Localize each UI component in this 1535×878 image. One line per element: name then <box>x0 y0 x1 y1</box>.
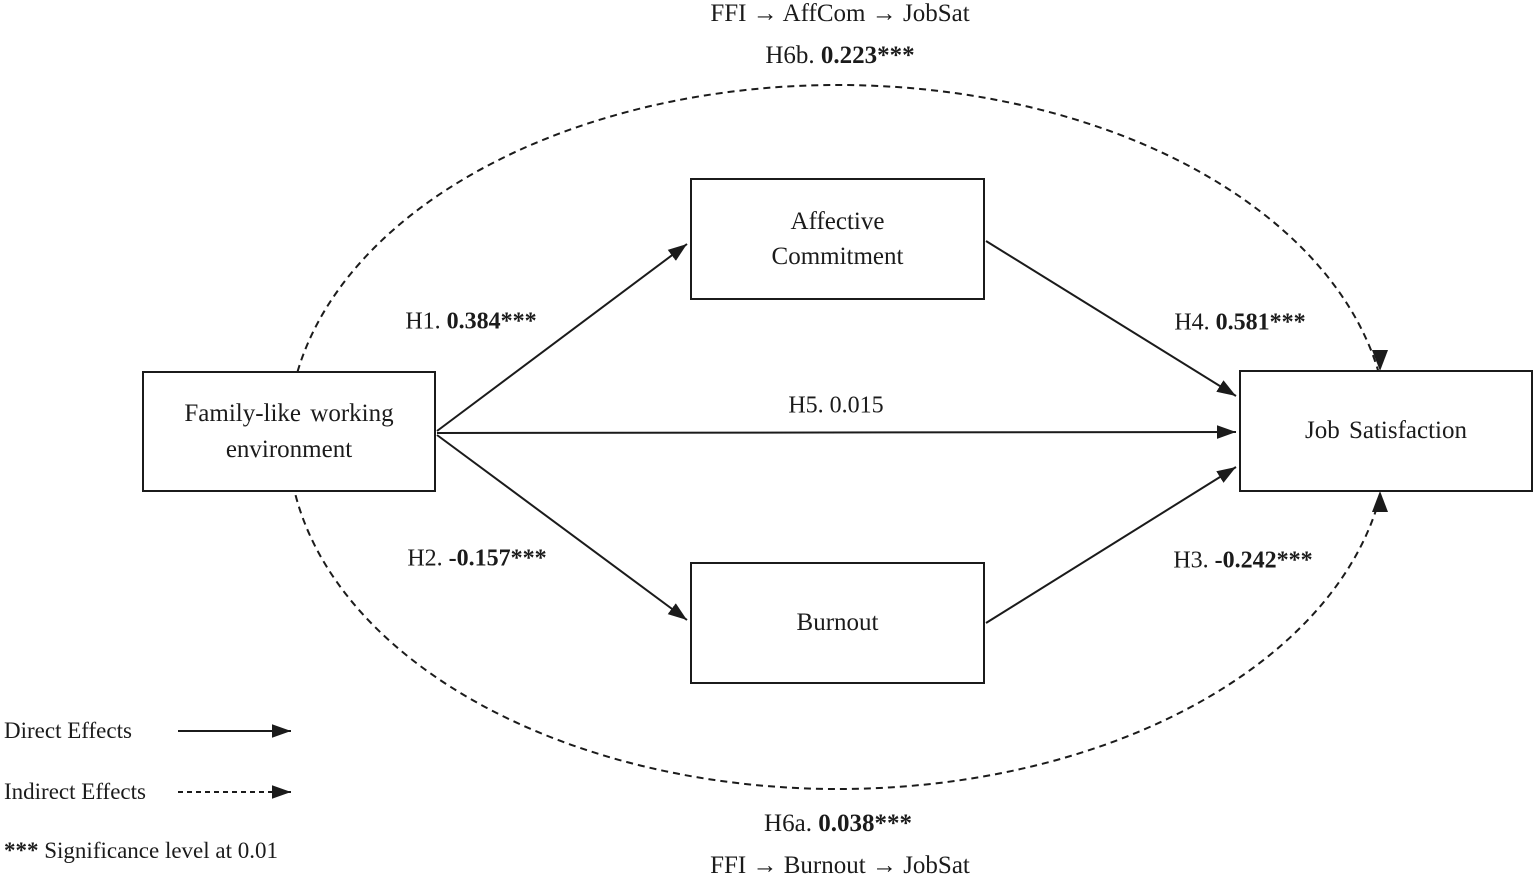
box-flwe-line2: environment <box>225 435 353 463</box>
label-h2-id: H2. <box>407 545 443 572</box>
indirect-bottom-arrowhead <box>1372 491 1388 512</box>
box-affcom-line1: Affective <box>790 207 885 235</box>
label-h2-value: -0.157*** <box>448 545 547 572</box>
path-h5-arrow <box>436 425 1237 439</box>
path-h2-arrow <box>436 434 688 621</box>
legend-indirect-label: Indirect Effects <box>4 779 146 804</box>
label-h6a-id: H6a. <box>764 810 812 837</box>
label-h1: H1. 0.384*** <box>405 309 536 336</box>
label-h5: H5. 0.015 <box>788 393 883 420</box>
label-h6b-value: 0.223*** <box>820 42 915 69</box>
label-h4-value: 0.581*** <box>1215 309 1306 336</box>
legend-significance-text: Significance level at 0.01 <box>44 838 279 863</box>
legend-direct-label: Direct Effects <box>4 718 132 743</box>
label-h6b: H6b. 0.223*** <box>765 42 914 70</box>
label-h1-value: 0.384*** <box>446 308 537 335</box>
label-h6a: H6a. 0.038*** <box>764 810 912 838</box>
label-h4-id: H4. <box>1174 309 1210 336</box>
label-h3-id: H3. <box>1173 547 1209 574</box>
indirect-bottom-path-text: FFI → Burnout → JobSat <box>710 852 970 878</box>
box-affcom-line2: Commitment <box>771 243 904 270</box>
path-h4-arrow <box>985 240 1237 397</box>
box-flwe-line1: Family-like working <box>184 400 394 427</box>
box-burnout: Burnout <box>690 562 985 684</box>
label-h6a-value: 0.038*** <box>818 810 912 837</box>
legend-significance-stars: *** <box>4 838 39 863</box>
label-h3: H3. -0.242*** <box>1173 548 1312 575</box>
box-jobsat-line1: Job Satisfaction <box>1304 417 1467 445</box>
label-h5-id: H5. <box>788 392 824 419</box>
label-h2: H2. -0.157*** <box>407 546 546 573</box>
path-h3-arrow <box>985 466 1237 624</box>
box-burnout-line1: Burnout <box>796 609 879 637</box>
label-h4: H4. 0.581*** <box>1174 310 1305 337</box>
box-family-like-working-environment: Family-like working environment <box>142 371 436 492</box>
label-h5-value: 0.015 <box>829 392 884 419</box>
indirect-top-path-text: FFI → AffCom → JobSat <box>710 0 970 27</box>
box-affective-commitment: Affective Commitment <box>690 178 985 300</box>
path-h1-arrow <box>436 243 688 432</box>
box-job-satisfaction: Job Satisfaction <box>1239 370 1533 492</box>
label-h1-id: H1. <box>405 308 441 335</box>
label-h3-value: -0.242*** <box>1214 547 1313 574</box>
legend-significance-note: *** Significance level at 0.01 <box>4 838 278 864</box>
label-h6b-id: H6b. <box>765 42 815 69</box>
indirect-top-arrowhead <box>1372 350 1388 371</box>
